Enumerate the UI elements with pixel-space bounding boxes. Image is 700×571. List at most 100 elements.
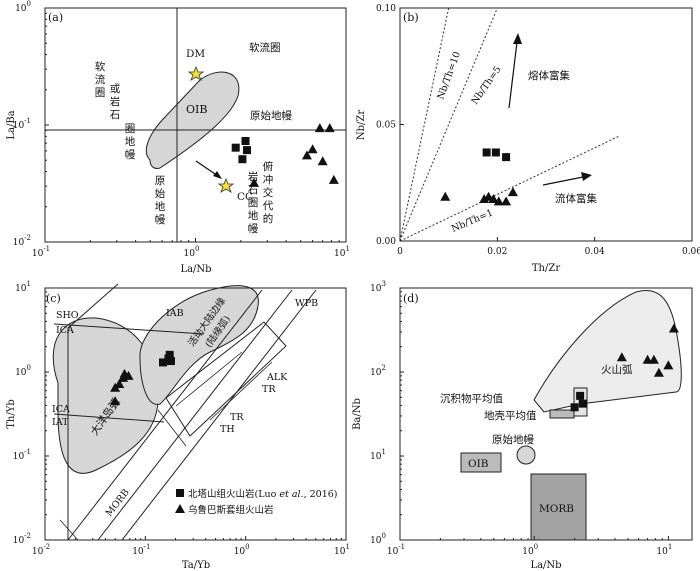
y-tick-label: 101 <box>370 448 386 462</box>
oib-field <box>145 71 240 169</box>
oib-label-d: OIB <box>468 458 489 470</box>
triangle-marker <box>314 123 325 133</box>
triangle-marker <box>653 367 664 377</box>
x-tick-label: 100 <box>184 245 200 259</box>
x-tick-label: 100 <box>522 543 538 557</box>
y-tick-label: 10-2 <box>13 532 31 546</box>
square-marker <box>241 136 250 145</box>
triangle-marker <box>479 194 490 204</box>
vertical-label-char: 原 <box>155 175 166 187</box>
dm-star-marker <box>187 65 205 81</box>
vertical-label-char: 地 <box>155 200 166 213</box>
triangle-marker <box>317 156 328 166</box>
triangle-marker <box>663 360 674 370</box>
triangle-marker <box>488 194 499 204</box>
square-marker <box>570 403 579 412</box>
triangle-marker <box>249 177 260 187</box>
legend-triangle-marker <box>175 504 185 513</box>
vertical-label-char: 幔 <box>125 148 136 161</box>
panel-c-tag: (c) <box>46 292 61 305</box>
legend-square-label: 北塔山组火山岩(Luo et al., 2016) <box>188 488 338 500</box>
y-tick-label: 0.10 <box>376 4 396 14</box>
y-tick-label: 10-2 <box>13 234 31 248</box>
ica2-label: ICA <box>52 404 70 415</box>
square-marker <box>238 155 247 164</box>
tr-label-2: TR <box>230 412 244 423</box>
y-tick-exponent: 0 <box>27 364 31 372</box>
vertical-label-char: 的 <box>263 212 274 225</box>
ratio-line <box>399 7 498 242</box>
panel-b-frame <box>399 7 693 242</box>
square-marker <box>576 391 585 400</box>
y-tick-label: 103 <box>370 280 386 294</box>
triangle-marker <box>324 123 335 133</box>
vertical-label-char: 石 <box>248 184 259 196</box>
vertical-label-char: 流 <box>95 73 106 86</box>
x-tick-label: 100 <box>234 543 250 557</box>
panel-b-xlabel: Th/Zr <box>532 263 560 274</box>
square-marker <box>502 153 511 162</box>
y-tick-label: 100 <box>370 532 386 546</box>
panel-a-xlabel: La/Nb <box>180 264 211 275</box>
panel-c-marks <box>110 350 175 406</box>
vertical-label-char: 圈 <box>125 123 136 135</box>
x-tick-label: 0.02 <box>487 247 507 257</box>
oceanic-arc-field <box>52 317 159 474</box>
cc-star-marker <box>217 177 235 193</box>
continental-arc-field <box>139 285 259 405</box>
sediment-average-label: 沉积物平均值 <box>440 392 503 405</box>
y-tick-exponent: 3 <box>382 280 386 288</box>
vertical-label-char: 俯 <box>263 160 274 173</box>
x-tick-exponent: -1 <box>43 245 50 253</box>
triangle-marker <box>493 196 504 206</box>
y-tick-exponent: -2 <box>24 234 31 242</box>
panel-d-marks <box>570 323 679 412</box>
primitive-mantle-label: 原始地幔 <box>250 109 292 122</box>
x-tick-label: 101 <box>334 245 350 259</box>
x-tick-exponent: 0 <box>534 543 538 551</box>
panel-c-legend: 北塔山组火山岩(Luo et al., 2016) 乌鲁巴斯套组火山岩 <box>175 488 338 516</box>
panel-c-xlabel: Ta/Yb <box>182 560 210 571</box>
x-tick-label: 0.06 <box>682 247 700 257</box>
y-tick-label: 0.00 <box>376 237 396 247</box>
panel-b: (b) 熔体富集 流体富集 Nb/Th=10 Nb/Th=5 Nb/Th=1 0… <box>356 4 700 274</box>
x-tick-exponent: 1 <box>345 543 349 551</box>
x-tick-exponent: 0 <box>195 245 199 253</box>
panel-b-marks <box>440 148 518 206</box>
ratio-line <box>399 135 620 242</box>
volcanic-arc-label: 火山弧 <box>601 363 633 376</box>
panel-b-ratio-lines <box>399 7 620 242</box>
x-tick-label: 101 <box>656 543 672 557</box>
x-tick-label: 10-2 <box>32 543 50 557</box>
nbth5-label: Nb/Th=5 <box>469 64 503 106</box>
oib-box-d <box>460 452 502 473</box>
triangle-marker <box>507 187 518 197</box>
square-marker <box>491 148 500 157</box>
y-tick-label: 100 <box>15 0 31 14</box>
panel-d-ylabel: Ba/Nb <box>352 398 363 430</box>
triangle-marker <box>440 191 451 201</box>
square-marker <box>231 143 240 152</box>
primitive-mantle-vertical-label: 原始地幔 <box>155 175 166 226</box>
legend-triangle-label: 乌鲁巴斯套组火山岩 <box>188 504 274 516</box>
tr-label-1: TR <box>262 384 276 395</box>
iat-label: IAT <box>52 417 69 428</box>
iab-label: IAB <box>166 308 184 319</box>
y-tick-exponent: 1 <box>27 280 31 288</box>
x-tick-label: 0 <box>397 247 403 257</box>
y-tick-label: 0.05 <box>376 121 396 131</box>
square-marker <box>159 358 168 367</box>
x-tick-label: 10-1 <box>32 245 50 259</box>
square-marker <box>482 148 491 157</box>
x-tick-label: 10-1 <box>132 543 150 557</box>
triangle-marker <box>501 196 512 206</box>
vertical-label-char: 软 <box>95 60 106 73</box>
ica-label: ICA <box>56 325 74 336</box>
y-tick-label: 102 <box>370 364 386 378</box>
crust-average-box <box>549 409 575 419</box>
x-tick-exponent: 1 <box>345 245 349 253</box>
triangle-marker <box>307 144 318 154</box>
